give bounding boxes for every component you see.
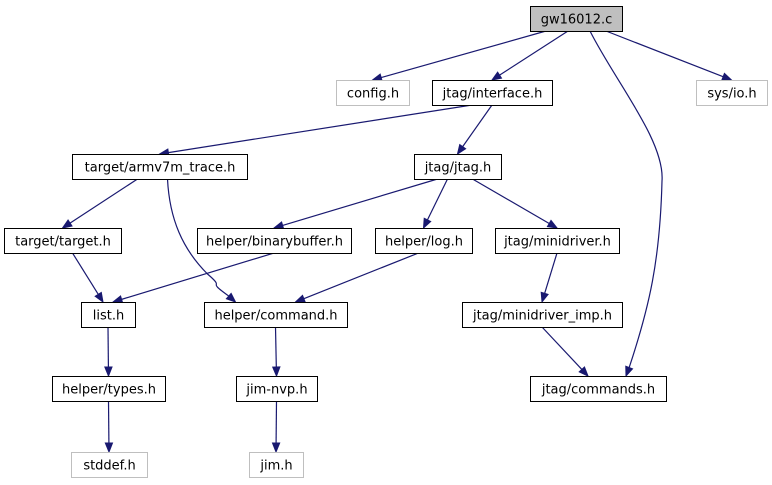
node-box — [236, 376, 318, 402]
edge-jtag_interface_h-to-target_armv7m_trace_h — [168, 104, 473, 154]
arrowhead-jim_nvp_h-to-jim_h — [271, 442, 281, 454]
node-config-h: config.h — [336, 80, 410, 106]
node-target-target-h[interactable]: target/target.h — [4, 228, 122, 254]
edge-gw16012_c-to-jtag_interface_h — [499, 30, 569, 76]
node-jtag-interface-h[interactable]: jtag/interface.h — [432, 80, 553, 106]
edge-target_armv7m_trace_h-to-target_target_h — [69, 178, 138, 224]
arrowhead-gw16012_c-to-config_h — [371, 73, 383, 82]
edge-helper_log_h-to-helper_command_h — [303, 252, 419, 300]
node-label: helper/command.h — [214, 309, 337, 324]
nodes-layer: gw16012.c config.h jtag/interface.h sys/io.… — [4, 6, 768, 478]
node-box — [530, 6, 623, 32]
arrowhead-helper_types_h-to-stddef_h — [104, 442, 114, 454]
edge-jtag_minidriver_imp_h-to-jtag_commands_h — [541, 326, 583, 370]
node-box — [336, 80, 410, 106]
node-helper-command-h[interactable]: helper/command.h — [204, 302, 348, 328]
arrowhead-target_armv7m_trace_h-to-target_target_h — [61, 219, 73, 229]
edge-jtag_jtag_h-to-helper_log_h — [426, 178, 449, 221]
node-jtag-minidriver-h[interactable]: jtag/minidriver.h — [495, 228, 620, 254]
node-box — [4, 228, 122, 254]
arrowhead-gw16012_c-to-jtag_commands_h — [625, 365, 634, 378]
arrowhead-jtag_jtag_h-to-helper_binarybuffer_h — [272, 221, 285, 230]
node-target-armv7m-trace-h[interactable]: target/armv7m_trace.h — [72, 154, 248, 180]
node-jim-h: jim.h — [249, 452, 304, 478]
node-box — [71, 452, 148, 478]
edge-target_armv7m_trace_h-to-helper_command_h — [166, 178, 230, 297]
edge-target_target_h-to-list_h — [71, 252, 99, 295]
node-label: config.h — [347, 87, 399, 102]
node-jtag-commands-h[interactable]: jtag/commands.h — [530, 376, 667, 402]
arrowhead-list_h-to-helper_types_h — [104, 366, 113, 378]
edge-gw16012_c-to-sys_io_h — [605, 30, 724, 78]
edge-jtag_jtag_h-to-jtag_minidriver_h — [472, 178, 550, 225]
node-helper-log-h[interactable]: helper/log.h — [375, 228, 473, 254]
edge-helper_binarybuffer_h-to-list_h — [121, 252, 275, 300]
node-box — [495, 228, 620, 254]
node-label: helper/types.h — [62, 383, 156, 398]
node-label: sys/io.h — [707, 87, 756, 102]
node-box — [432, 80, 553, 106]
node-helper-binarybuffer-h[interactable]: helper/binarybuffer.h — [197, 228, 352, 254]
arrowhead-jtag_minidriver_imp_h-to-jtag_commands_h — [578, 366, 589, 377]
arrowhead-jtag_minidriver_h-to-jtag_minidriver_imp_h — [540, 291, 549, 304]
edge-jtag_minidriver_h-to-jtag_minidriver_imp_h — [544, 252, 558, 294]
node-jtag-jtag-h[interactable]: jtag/jtag.h — [414, 154, 502, 180]
node-label: helper/log.h — [385, 235, 463, 250]
node-box — [204, 302, 348, 328]
node-label: helper/binarybuffer.h — [206, 235, 343, 250]
node-box — [696, 80, 768, 106]
node-label: gw16012.c — [541, 13, 613, 28]
arrowhead-target_target_h-to-list_h — [94, 291, 104, 304]
node-label: jtag/commands.h — [541, 383, 655, 398]
arrowhead-jtag_jtag_h-to-jtag_minidriver_h — [546, 219, 559, 229]
arrowhead-gw16012_c-to-jtag_interface_h — [490, 71, 503, 81]
edge-jtag_interface_h-to-jtag_jtag_h — [462, 104, 493, 147]
node-box — [375, 228, 473, 254]
node-label: jtag/interface.h — [442, 87, 543, 102]
edge-gw16012_c-to-config_h — [380, 30, 547, 79]
node-label: jtag/minidriver.h — [503, 235, 611, 250]
node-jtag-minidriver-imp-h[interactable]: jtag/minidriver_imp.h — [462, 302, 623, 328]
node-label: stddef.h — [83, 459, 135, 474]
node-box — [462, 302, 623, 328]
node-stddef-h: stddef.h — [71, 452, 148, 478]
arrowhead-target_armv7m_trace_h-to-helper_command_h — [225, 292, 237, 303]
node-box — [52, 376, 166, 402]
node-label: jtag/jtag.h — [424, 161, 492, 176]
arrowhead-jtag_interface_h-to-jtag_jtag_h — [456, 143, 467, 156]
edge-gw16012_c-to-jtag_commands_h — [589, 30, 663, 368]
node-box — [197, 228, 352, 254]
node-label: jtag/minidriver_imp.h — [472, 309, 612, 324]
arrowhead-helper_command_h-to-jim_nvp_h — [271, 366, 281, 378]
node-list-h[interactable]: list.h — [81, 302, 136, 328]
edges-layer — [61, 30, 733, 454]
node-box — [414, 154, 502, 180]
node-label: target/armv7m_trace.h — [85, 161, 236, 176]
node-box — [72, 154, 248, 180]
node-label: list.h — [93, 309, 124, 324]
node-jim-nvp-h[interactable]: jim-nvp.h — [236, 376, 318, 402]
node-label: target/target.h — [15, 235, 111, 250]
node-helper-types-h[interactable]: helper/types.h — [52, 376, 166, 402]
node-label: jim-nvp.h — [245, 383, 307, 398]
node-gw16012-c: gw16012.c — [530, 6, 623, 32]
edge-helper_command_h-to-jim_nvp_h — [274, 326, 277, 368]
arrowhead-gw16012_c-to-sys_io_h — [721, 72, 733, 81]
node-box — [530, 376, 667, 402]
node-box — [249, 452, 304, 478]
edge-jtag_jtag_h-to-helper_binarybuffer_h — [282, 178, 438, 226]
node-label: jim.h — [259, 459, 292, 474]
node-sys-io-h: sys/io.h — [696, 80, 768, 106]
arrowhead-jtag_jtag_h-to-helper_log_h — [422, 217, 432, 230]
arrowhead-helper_binarybuffer_h-to-list_h — [111, 295, 124, 304]
arrowhead-helper_log_h-to-helper_command_h — [294, 294, 306, 303]
node-box — [81, 302, 136, 328]
